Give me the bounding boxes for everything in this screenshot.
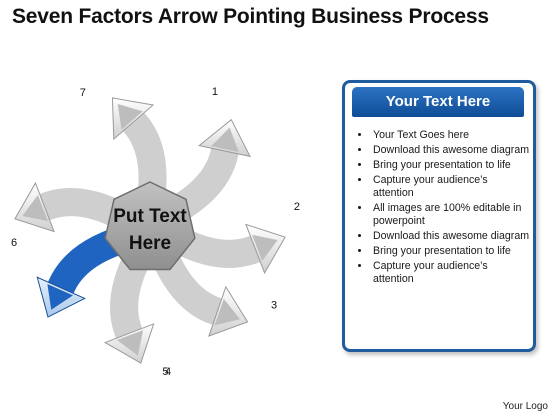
arrow-head-inner (22, 194, 48, 222)
text-panel: Your Text Here Your Text Goes here Downl… (342, 80, 536, 352)
arrow-number-label: 1 (212, 86, 218, 98)
arrow-head-inner (214, 298, 241, 326)
bullet-item: Download this awesome diagram (371, 144, 531, 157)
arrow-number-label: 7 (80, 87, 86, 99)
arrow-head-inner (252, 234, 278, 262)
bullet-item: Download this awesome diagram (371, 230, 531, 243)
bullet-item: Bring your presentation to life (371, 245, 531, 258)
arrow-head-inner (116, 330, 144, 356)
center-text-line1: Put Text (113, 206, 187, 227)
logo-text: Your Logo (502, 401, 548, 412)
bullet-item: Your Text Goes here (371, 129, 531, 142)
arrow-number-label: 5 (162, 366, 168, 378)
center-text-line2: Here (129, 233, 171, 254)
arrow-number-label: 4 (165, 366, 171, 378)
arrow-number-label: 3 (271, 300, 277, 312)
arrow-head-inner (47, 283, 73, 310)
bullet-item: Capture your audience’s attention (371, 260, 531, 286)
bullet-item: Capture your audience’s attention (371, 174, 531, 200)
center-heptagon (104, 181, 196, 271)
arrow-number-label: 2 (294, 201, 300, 213)
bullet-item: Bring your presentation to life (371, 159, 531, 172)
slide-title: Seven Factors Arrow Pointing Business Pr… (12, 5, 489, 28)
panel-heading: Your Text Here (352, 87, 524, 117)
arrow-number-label: 6 (11, 237, 17, 249)
bullet-item: All images are 100% editable in powerpoi… (371, 202, 531, 228)
arrow-head-inner (211, 127, 239, 152)
arrow-head-inner (117, 103, 143, 130)
bullet-list: Your Text Goes here Download this awesom… (353, 129, 531, 288)
